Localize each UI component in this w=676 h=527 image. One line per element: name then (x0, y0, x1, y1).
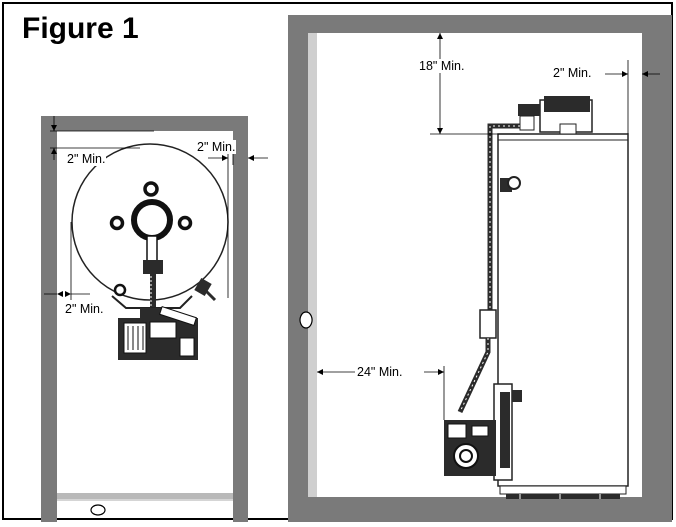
top-view (41, 116, 268, 524)
flue-outlet (131, 199, 173, 241)
top-view-wall-right (233, 116, 248, 524)
tank-base (499, 485, 627, 499)
tank-gauge (194, 277, 217, 302)
tank-side-view (497, 133, 629, 487)
side-view-front-clearance-label: 24" Min. (356, 365, 404, 379)
flue-connector (146, 235, 158, 263)
wall-hook (299, 311, 313, 329)
top-view-bottom-clearance-label: 2" Min. (64, 302, 105, 316)
fitting-right (177, 215, 193, 231)
fitting-left (109, 215, 125, 231)
top-view-dimensions (44, 116, 268, 300)
burner-box (143, 260, 163, 274)
tank-valve (500, 176, 521, 192)
side-view-wall-top (288, 15, 672, 33)
top-view-floor-foot (90, 504, 106, 516)
figure-title: Figure 1 (22, 12, 139, 45)
side-view-side-clearance-label: 2" Min. (552, 66, 593, 80)
burner-assembly-side-view (444, 383, 522, 481)
side-view-inner-strip (308, 33, 317, 497)
burner-assembly-top-view (118, 306, 198, 360)
top-view-wall-left (41, 116, 57, 524)
fitting-top (143, 181, 159, 197)
pipe-lower (457, 338, 491, 414)
side-view-top-clearance-label: 18" Min. (418, 59, 466, 73)
top-view-top-clearance-label: 2" Min. (66, 152, 107, 166)
side-view-floor (288, 497, 672, 523)
side-view (288, 15, 672, 523)
side-view-wall-right (642, 15, 672, 523)
top-view-floor-line (57, 499, 233, 501)
tank-top-unit (518, 96, 593, 135)
junction-box (479, 309, 497, 339)
top-view-floor-strip (57, 493, 233, 499)
side-view-wall-left (288, 15, 308, 523)
top-view-right-clearance-label: 2" Min. (196, 140, 237, 154)
top-view-wall-top (41, 116, 241, 131)
fitting-lower (113, 283, 127, 297)
